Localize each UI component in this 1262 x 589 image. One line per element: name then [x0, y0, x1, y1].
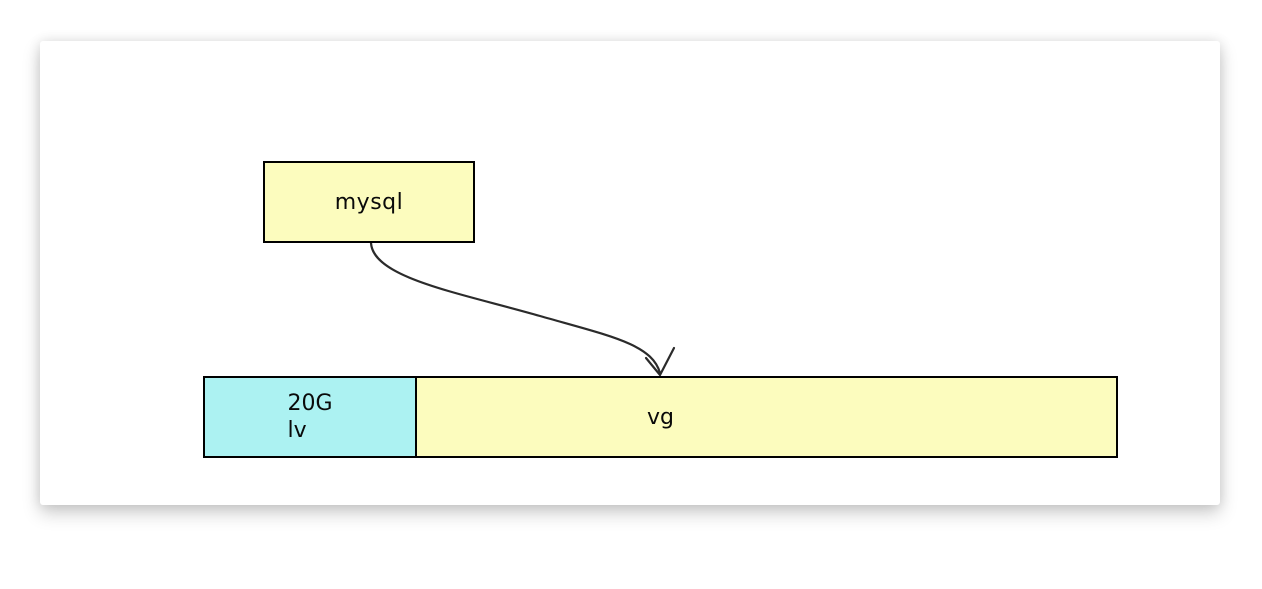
edge-mysql-to-vg — [369, 241, 676, 377]
lv-name-text: lv — [287, 418, 307, 443]
lv-size-text: 20G — [287, 391, 333, 416]
node-mysql: mysql — [263, 161, 475, 243]
edge-arrowhead — [644, 346, 676, 377]
diagram-canvas: mysql 20G lv vg — [40, 41, 1220, 505]
segment-lv-label: 20G lv — [287, 390, 332, 444]
storage-bar: 20G lv vg — [203, 376, 1118, 458]
segment-vg — [417, 378, 1116, 456]
edge-curve — [369, 241, 662, 375]
node-mysql-label: mysql — [334, 189, 404, 215]
segment-lv: 20G lv — [205, 378, 417, 456]
